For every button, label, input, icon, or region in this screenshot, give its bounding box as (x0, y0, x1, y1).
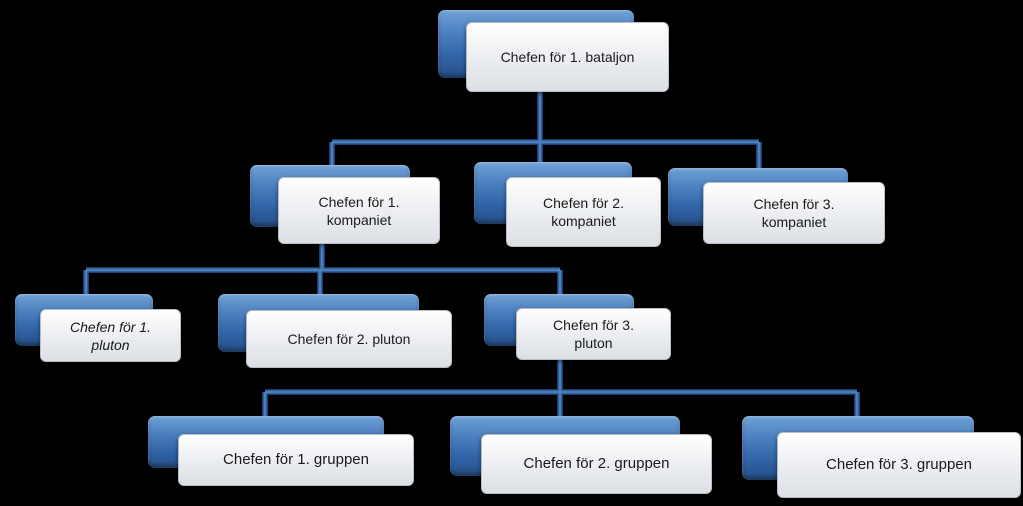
node-label: Chefen för 1. gruppen (223, 451, 369, 468)
box-front: Chefen för 1. bataljon (466, 22, 669, 92)
node-label: Chefen för 3. kompaniet (753, 196, 835, 230)
box-front: Chefen för 2. pluton (246, 310, 452, 368)
node-label: Chefen för 3. gruppen (826, 456, 972, 473)
box-front: Chefen för 1. pluton (40, 309, 181, 362)
node-label: Chefen för 2. kompaniet (543, 195, 624, 229)
box-front: Chefen för 3. kompaniet (703, 182, 885, 244)
node-label: Chefen för 2. gruppen (523, 455, 670, 472)
node-label: Chefen för 3. pluton (553, 317, 634, 351)
box-front: Chefen för 2. gruppen (481, 434, 712, 494)
box-front: Chefen för 1. gruppen (178, 434, 414, 486)
box-front: Chefen för 3. gruppen (777, 432, 1021, 498)
box-front: Chefen för 1. kompaniet (278, 177, 440, 244)
box-front: Chefen för 3. pluton (516, 308, 671, 360)
node-label: Chefen för 2. pluton (287, 331, 411, 347)
node-label: Chefen för 1. bataljon (500, 49, 635, 65)
box-front: Chefen för 2. kompaniet (506, 177, 661, 247)
node-label: Chefen för 1. kompaniet (318, 193, 400, 228)
node-label: Chefen för 1. pluton (70, 318, 151, 353)
